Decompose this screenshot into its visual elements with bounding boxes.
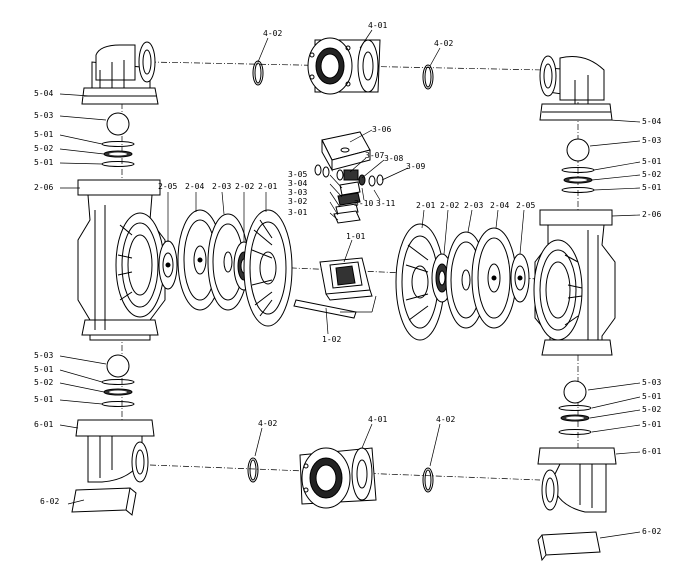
callout-5-01: 5-01 (34, 158, 54, 167)
callout-3-07: 3-07 (365, 151, 385, 160)
callout-3-06: 3-06 (372, 125, 392, 134)
fluid-chamber-right (533, 209, 616, 356)
valve-stack-right-top (561, 138, 595, 193)
callout-3-02: 3-02 (288, 197, 308, 206)
callout-5-01: 5-01 (642, 420, 662, 429)
shaft (293, 299, 357, 319)
foot-left (71, 487, 137, 516)
callout-2-04: 2-04 (490, 201, 510, 210)
callout-2-05: 2-05 (158, 182, 178, 191)
o-ring-top-left (252, 60, 264, 86)
callout-2-03: 2-03 (212, 182, 232, 191)
callout-3-08: 3-08 (384, 154, 404, 163)
air-valve-block (321, 131, 371, 172)
callout-2-05: 2-05 (516, 201, 536, 210)
callout-3-11: 3-11 (376, 199, 396, 208)
callout-2-02: 2-02 (235, 182, 255, 191)
elbow-manifold-top-right (539, 55, 613, 121)
callout-3-01: 3-01 (288, 208, 308, 217)
callout-5-03: 5-03 (34, 111, 54, 120)
callout-5-03: 5-03 (642, 136, 662, 145)
callout-5-02: 5-02 (34, 378, 54, 387)
o-ring-top-right (422, 64, 434, 90)
callout-5-02: 5-02 (642, 405, 662, 414)
valve-stack-right-bottom (558, 380, 592, 435)
callout-4-02: 4-02 (436, 415, 456, 424)
callout-3-04: 3-04 (288, 179, 308, 188)
callout-2-06: 2-06 (34, 183, 54, 192)
leader-lines (59, 29, 641, 539)
callout-2-04: 2-04 (185, 182, 205, 191)
callout-4-01: 4-01 (368, 415, 388, 424)
valve-stack-left-bottom (101, 354, 135, 407)
callout-5-01: 5-01 (34, 130, 54, 139)
callout-5-01: 5-01 (34, 395, 54, 404)
callout-5-02: 5-02 (642, 170, 662, 179)
callout-5-03: 5-03 (34, 351, 54, 360)
callout-3-09: 3-09 (406, 162, 426, 171)
callout-2-03: 2-03 (464, 201, 484, 210)
callout-3-03: 3-03 (288, 188, 308, 197)
callout-4-02: 4-02 (258, 419, 278, 428)
o-ring-bottom-right (422, 467, 434, 493)
elbow-manifold-top-left (81, 41, 159, 105)
valve-stack-left-top (101, 112, 135, 167)
air-valve-parts (314, 164, 384, 224)
diaphragm-stack-right (395, 223, 530, 341)
fluid-chamber-left (77, 179, 166, 341)
callout-5-04: 5-04 (642, 117, 662, 126)
callout-3-05: 3-05 (288, 170, 308, 179)
callout-2-01: 2-01 (258, 182, 278, 191)
callout-6-02: 6-02 (40, 497, 60, 506)
callout-3-10: 3-10 (354, 199, 374, 208)
callout-5-01: 5-01 (642, 183, 662, 192)
callout-2-02: 2-02 (440, 201, 460, 210)
callout-5-04: 5-04 (34, 89, 54, 98)
callout-4-02: 4-02 (434, 39, 454, 48)
center-body (319, 257, 373, 301)
callout-6-02: 6-02 (642, 527, 662, 536)
elbow-manifold-bottom-left (75, 419, 155, 483)
callout-1-02: 1-02 (322, 335, 342, 344)
manifold-top-center (307, 37, 381, 95)
callout-6-01: 6-01 (642, 447, 662, 456)
callout-1-01: 1-01 (346, 232, 366, 241)
manifold-bottom-center (299, 447, 377, 509)
callout-5-01: 5-01 (34, 365, 54, 374)
callout-5-01: 5-01 (642, 392, 662, 401)
diaphragm-stack-left (158, 209, 293, 327)
o-ring-bottom-left (247, 457, 259, 483)
callout-2-06: 2-06 (642, 210, 662, 219)
callout-6-01: 6-01 (34, 420, 54, 429)
callout-4-01: 4-01 (368, 21, 388, 30)
callout-4-02: 4-02 (263, 29, 283, 38)
callout-5-02: 5-02 (34, 144, 54, 153)
callout-5-01: 5-01 (642, 157, 662, 166)
elbow-manifold-bottom-right (537, 447, 617, 513)
foot-right (537, 531, 601, 562)
callout-5-03: 5-03 (642, 378, 662, 387)
callout-2-01: 2-01 (416, 201, 436, 210)
